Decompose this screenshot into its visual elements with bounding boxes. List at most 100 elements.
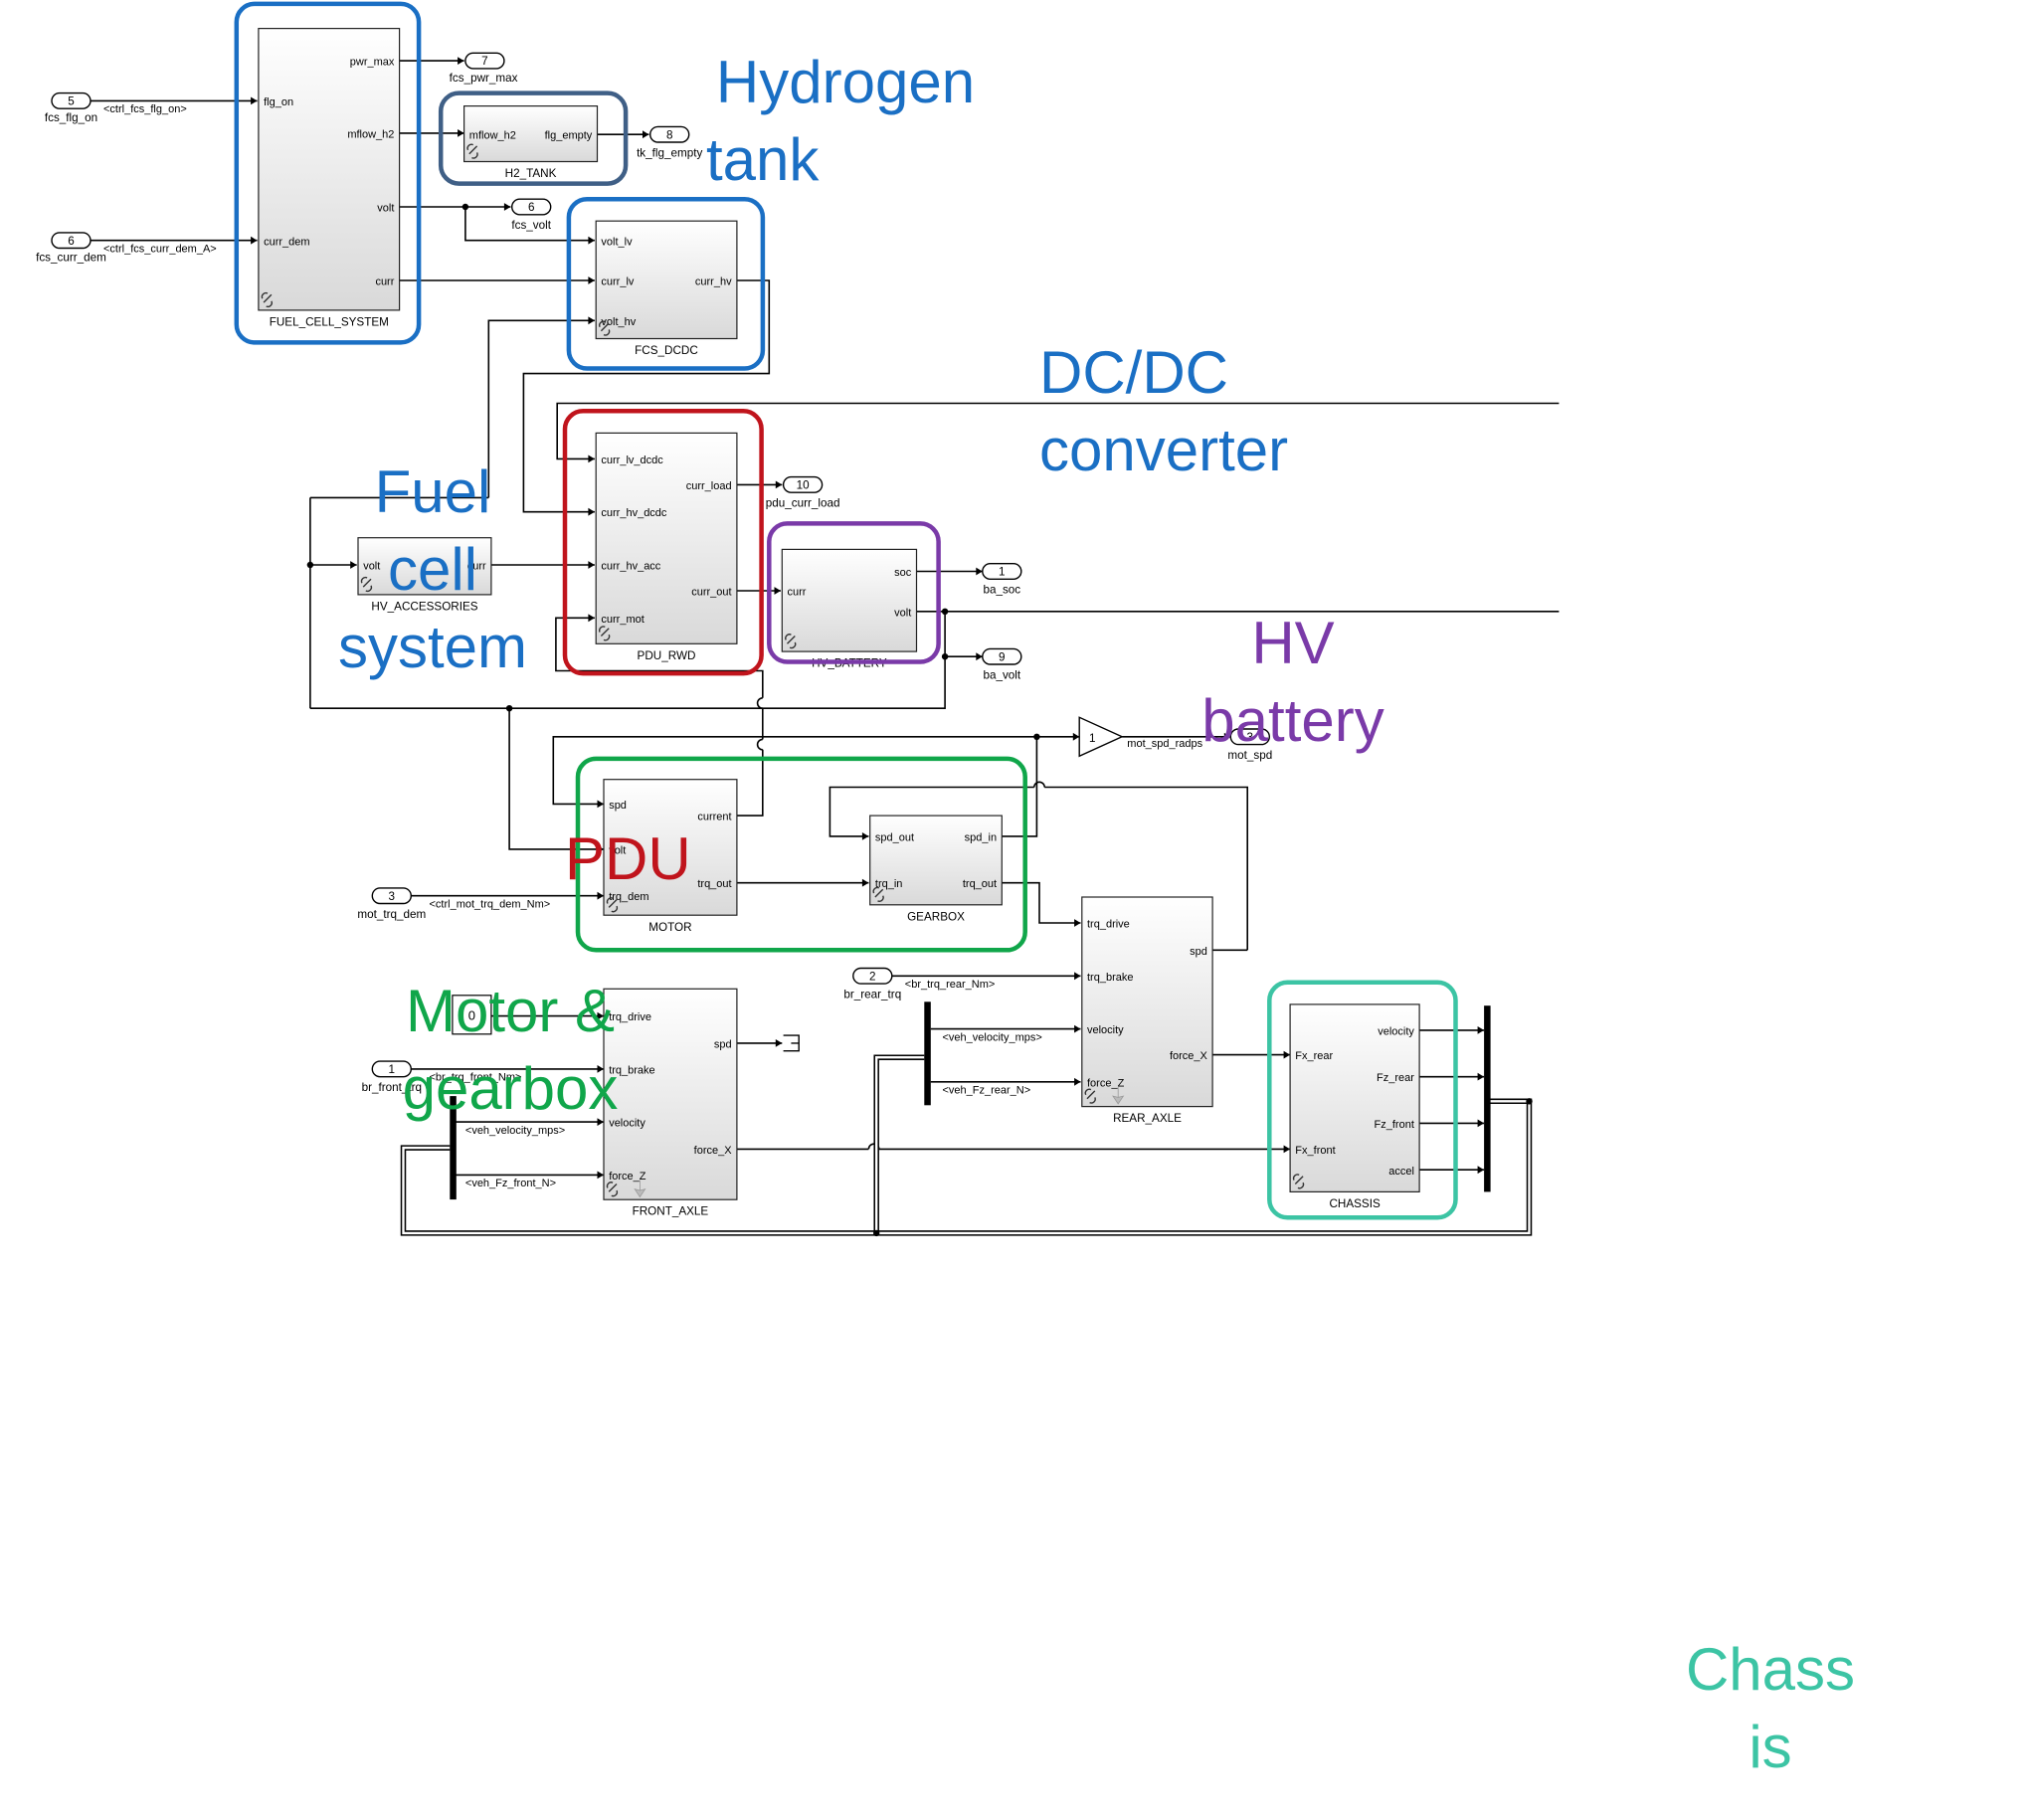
dcdc-annotation: DC/DC converter	[1039, 334, 1338, 489]
signal-arrow	[1072, 732, 1080, 741]
port-label: velocity	[1087, 1024, 1124, 1036]
port-label: trq_out	[963, 878, 997, 890]
bus-front-inner	[402, 1100, 1531, 1235]
port: 2br_rear_trq	[843, 967, 901, 1001]
link-icon	[599, 320, 611, 336]
port-label: spd	[1190, 946, 1207, 958]
port-label: trq_out	[697, 878, 731, 890]
port: 5 fcs_flg_on	[45, 91, 97, 124]
constant-value: 0	[468, 1008, 475, 1023]
port-name: ba_volt	[983, 668, 1020, 681]
port-number: 5	[68, 95, 75, 108]
hv-battery-annotation-line: battery	[1201, 687, 1384, 754]
signal-arrow	[1477, 1119, 1485, 1128]
signal-arrow	[1283, 1145, 1291, 1154]
port-name: fcs_curr_dem	[36, 252, 106, 265]
port-name: mot_spd	[1227, 749, 1272, 762]
block-body	[1081, 896, 1213, 1108]
port-label: Fx_front	[1295, 1145, 1335, 1157]
port-label: current	[697, 812, 731, 823]
wire-volt-lv	[464, 207, 595, 242]
port-label: curr_out	[691, 587, 731, 599]
signal-arrow	[775, 480, 783, 489]
signal-arrow	[588, 507, 595, 516]
port-number: 10	[797, 479, 811, 492]
bus-creator-chassis	[1484, 1005, 1491, 1192]
link-icon	[606, 897, 619, 913]
block-body	[603, 779, 738, 916]
chassis-block: Fx_rearFx_frontvelocityFz_rearFz_frontac…	[1289, 1003, 1420, 1210]
port-label: trq_brake	[609, 1064, 654, 1076]
link-icon	[261, 291, 273, 308]
signal-arrow	[775, 1039, 783, 1047]
motor-gearbox-annotation: Motor & gearbox	[386, 973, 635, 1128]
port-label: volt	[377, 203, 394, 215]
signal-arrow	[350, 561, 357, 569]
signal-label: <ctrl_fcs_flg_on>	[103, 103, 187, 115]
signal-arrow	[976, 567, 983, 576]
port-label: force_Z	[1087, 1077, 1125, 1089]
signal-arrow	[597, 800, 604, 809]
port-oval	[852, 967, 893, 985]
block-body	[463, 104, 599, 163]
link-icon	[1084, 1088, 1096, 1104]
wire-curr-mot	[555, 617, 764, 698]
signal-arrow	[643, 130, 649, 139]
signal-label: mot_spd_radps	[1127, 738, 1202, 750]
port-number: 6	[68, 235, 75, 248]
port-label: Fz_rear	[1377, 1072, 1414, 1084]
signal-label: <veh_Fz_front_N>	[465, 1178, 556, 1189]
gain-value: 1	[1089, 732, 1096, 745]
wire-motor-current	[736, 749, 764, 817]
port-label: trq_brake	[1087, 972, 1133, 984]
port-label: volt	[609, 845, 626, 857]
signal-arrow	[1074, 1024, 1081, 1033]
dcdc-highlight	[566, 196, 766, 371]
signal-arrow	[597, 1118, 604, 1126]
port-name: fcs_flg_on	[45, 111, 97, 124]
port-label: curr_lv_dcdc	[601, 455, 663, 466]
signal-arrow	[1074, 972, 1081, 981]
signal-arrow	[458, 57, 464, 65]
signal-label: <br_trq_rear_Nm>	[905, 979, 996, 991]
motor-gearbox-highlight	[575, 756, 1027, 953]
port: 8tk_flg_empty	[637, 125, 702, 159]
wire-hop	[1033, 781, 1045, 788]
port-number: 1	[389, 1063, 396, 1076]
port-oval	[511, 198, 552, 216]
block-body	[258, 28, 401, 311]
port: 1br_front_trq	[362, 1060, 422, 1094]
port-label: curr	[467, 561, 486, 573]
port-label: Fz_front	[1375, 1119, 1414, 1131]
port-label: mflow_h2	[347, 128, 394, 140]
block-body	[781, 548, 918, 652]
block-name: FRONT_AXLE	[633, 1205, 709, 1218]
signal-arrow	[588, 236, 595, 245]
port-label: curr_load	[686, 480, 732, 492]
block-name: PDU_RWD	[638, 649, 696, 662]
block-name: REAR_AXLE	[1113, 1112, 1182, 1125]
port-number: 3	[1247, 731, 1254, 744]
block-body	[869, 815, 1003, 906]
hydrogen-tank-highlight	[438, 91, 629, 186]
wire-rear-spd	[1044, 786, 1248, 951]
port-label: flg_empty	[545, 130, 593, 142]
port-label: curr_hv	[695, 276, 732, 288]
bus-selector-front	[450, 1096, 457, 1200]
port-oval	[371, 1060, 412, 1078]
signal-arrow	[458, 129, 464, 137]
signal-lines	[91, 57, 1560, 1237]
bus-rear	[873, 1054, 925, 1233]
link-icon	[606, 1182, 619, 1197]
signal-label: <br_trq_front_Nm>	[430, 1072, 522, 1084]
hv-battery-highlight	[767, 521, 941, 664]
signal-arrow	[1283, 1050, 1291, 1059]
port-label: force_X	[694, 1145, 733, 1157]
wire-spd-in	[1002, 736, 1038, 837]
